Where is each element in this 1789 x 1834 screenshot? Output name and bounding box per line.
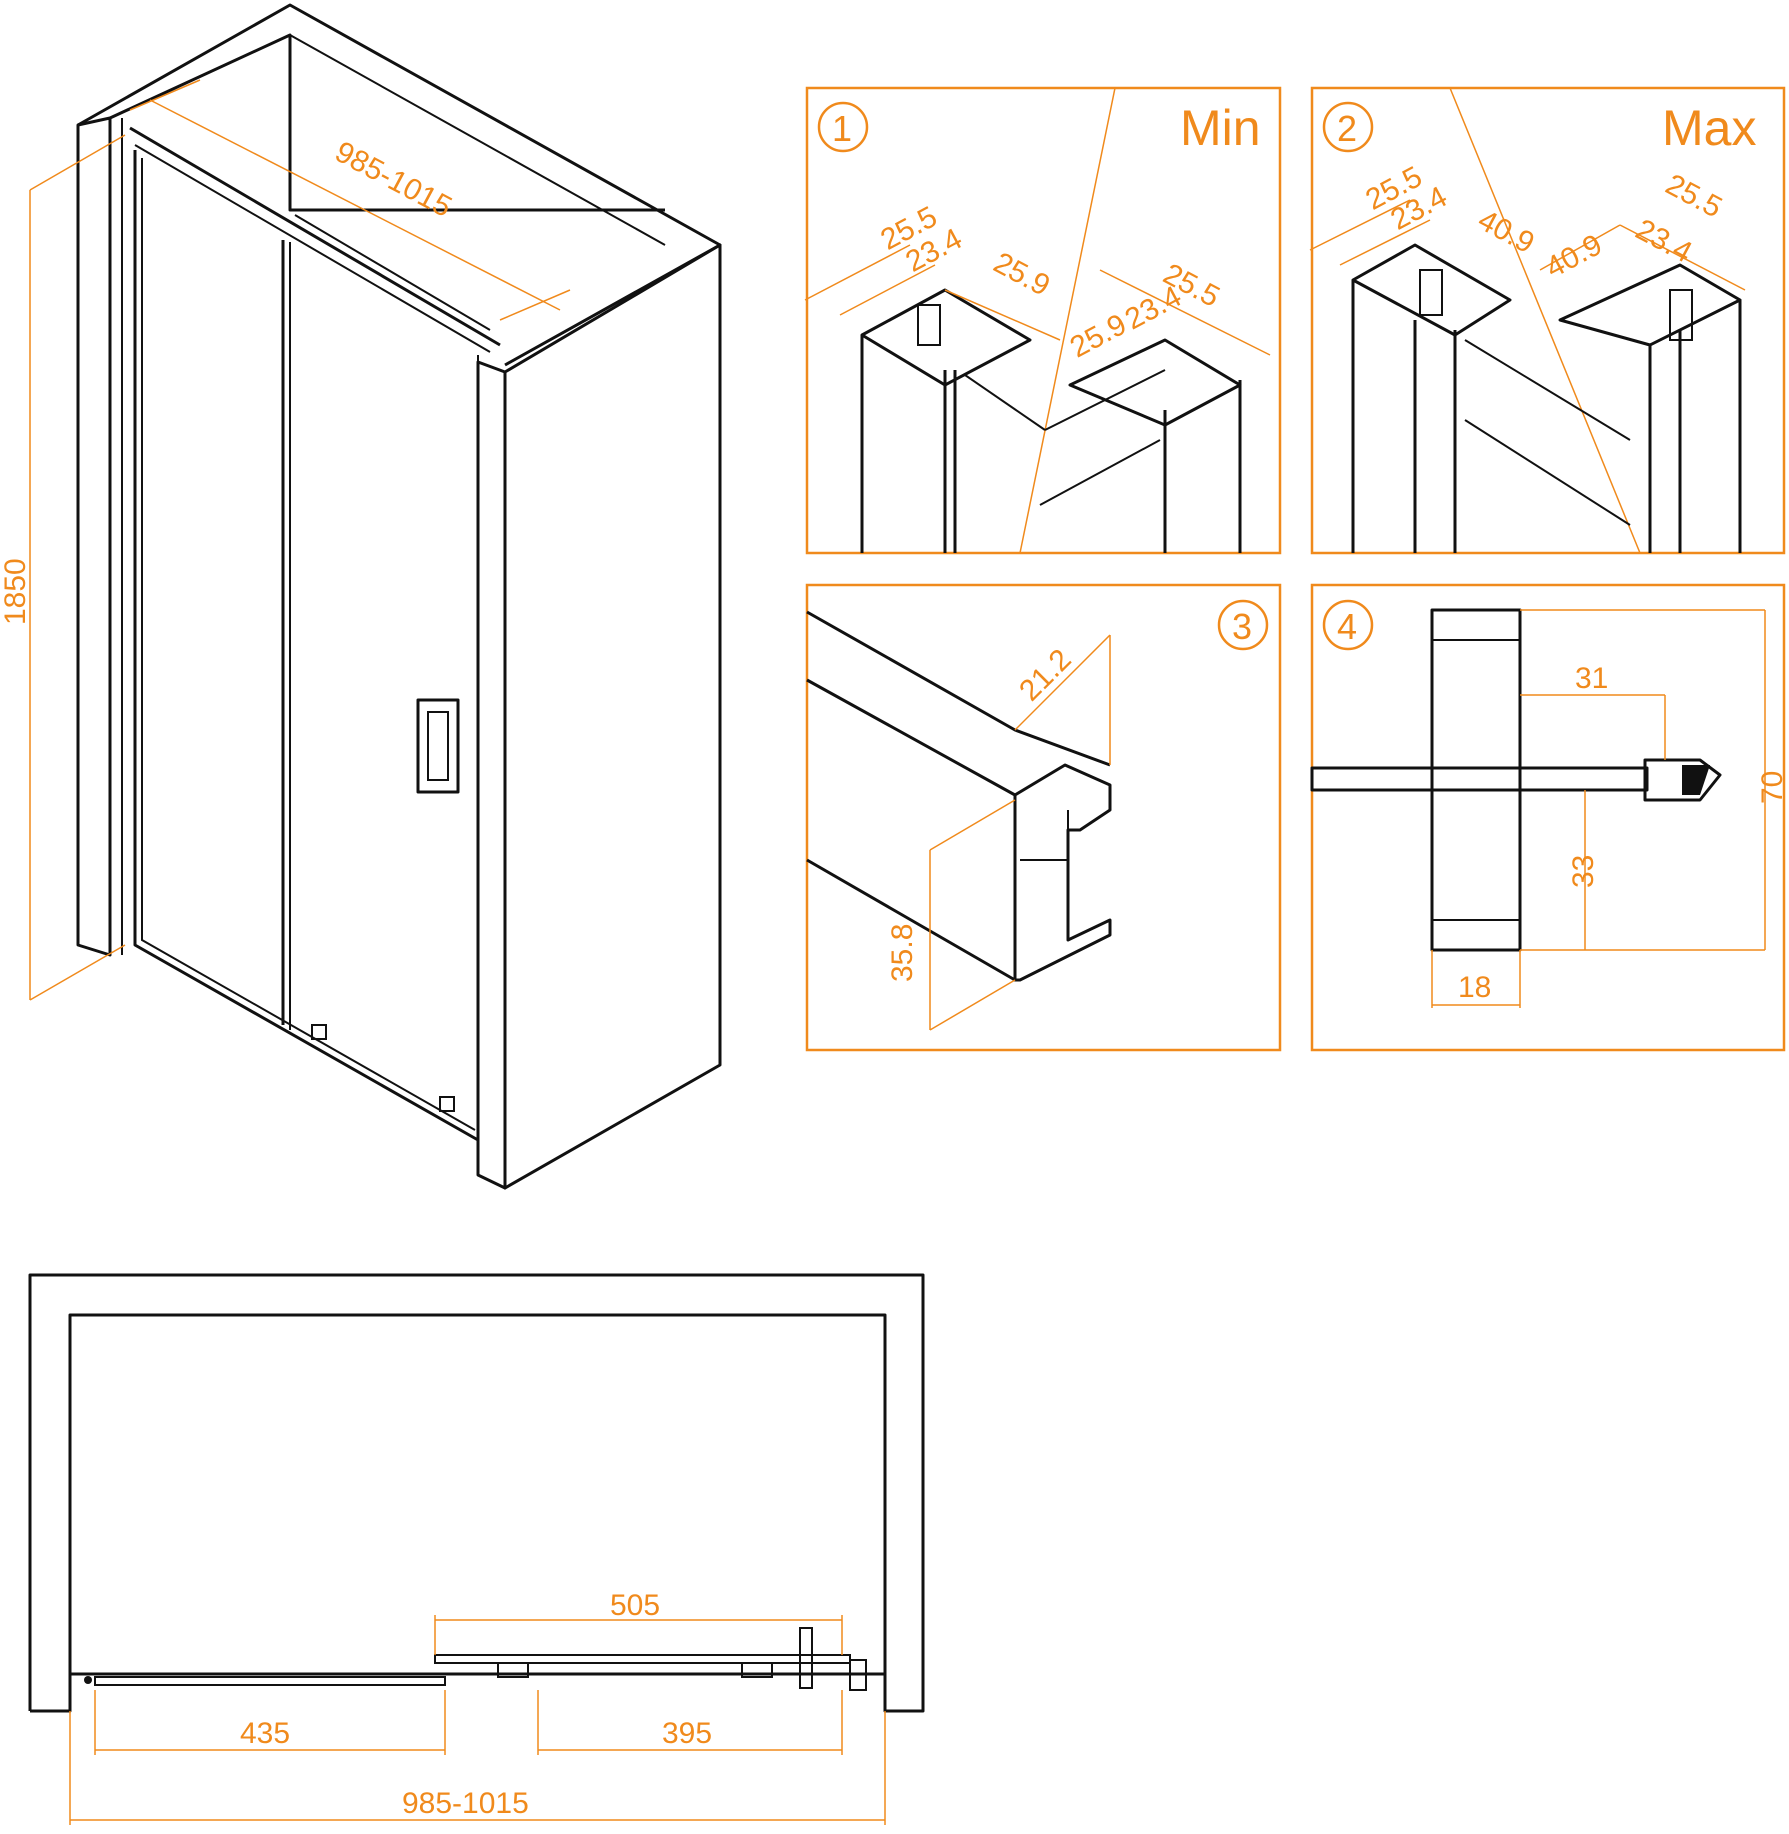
- seal-magnet-icon: [1682, 765, 1710, 795]
- plan-walls: [28, 1273, 925, 1713]
- profile-seal: [1669, 289, 1693, 341]
- panel-1-frame: [805, 86, 1282, 555]
- fixed-dim-label: 435: [240, 1717, 290, 1750]
- panel-4-number-circle: [1322, 599, 1374, 651]
- panel-4-dim: 70: [1756, 771, 1789, 804]
- rail-mid-edge: [806, 678, 1016, 797]
- dim-line: [944, 289, 1061, 341]
- panel-2-tag: Max: [1662, 100, 1756, 156]
- detail-panel-2: 2 Max 25.5 23.4 40.9 40.9 23.4 25.5: [1309, 86, 1786, 555]
- roller-icon: [439, 1096, 455, 1112]
- sliding-panel: [434, 1654, 851, 1664]
- panel-4-number: 4: [1337, 606, 1357, 647]
- panel-1-number-circle: [817, 101, 869, 153]
- panel-2-number: 2: [1337, 108, 1357, 149]
- dim-line: [1619, 224, 1746, 291]
- dim-ext-line: [129, 79, 201, 111]
- panel-4-frame: [1310, 583, 1786, 1052]
- panel-1-number: 1: [832, 108, 852, 149]
- panel-3-number-circle: [1217, 599, 1269, 651]
- overlap-dim-label: 505: [610, 1589, 660, 1622]
- dim-line: [1339, 219, 1431, 266]
- panel-4-dim: 33: [1567, 855, 1600, 888]
- panel-2-frame: [1310, 86, 1786, 555]
- fixed-panel: [94, 1676, 446, 1686]
- left-wall: [76, 116, 112, 957]
- dim-ext-line: [499, 289, 571, 321]
- width-dimension-line: [149, 99, 561, 311]
- door-frame: [133, 150, 479, 1142]
- panel-3-dim: 35.8: [886, 924, 919, 982]
- dim-line: [1539, 224, 1621, 271]
- profile-seal: [1419, 269, 1443, 316]
- isometric-view: 985-1015 1850: [0, 3, 722, 1190]
- panel-1-dim: 25.9: [1065, 308, 1132, 365]
- niche-top-outline: [77, 3, 722, 367]
- dim-line: [839, 264, 936, 316]
- wall-post: [1430, 608, 1522, 952]
- roller-icon: [741, 1662, 773, 1678]
- glass-edge: [1044, 369, 1166, 431]
- detail-panel-3: 3 21.2 35.8: [805, 583, 1282, 1052]
- rail-bottom-edge: [806, 858, 1016, 982]
- panel-3-dim: 21.2: [1013, 643, 1078, 708]
- dim-ext-line: [929, 799, 1016, 851]
- total-dim-label: 985-1015: [402, 1787, 529, 1820]
- panel-3-frame: [805, 583, 1282, 1052]
- right-wall-side: [503, 243, 722, 1190]
- top-rail-inner: [134, 144, 491, 353]
- dim-line: [1309, 199, 1411, 251]
- panel-2-dim: 40.9: [1473, 204, 1540, 261]
- handle-icon: [799, 1627, 813, 1689]
- detail-panel-4: 4 31 70 33 18: [1310, 583, 1789, 1052]
- plan-view: 505 435 395 985-1015: [28, 1273, 925, 1825]
- dim-ext-line: [29, 134, 126, 191]
- glass-edge: [1039, 439, 1161, 506]
- panel-3-number: 3: [1232, 606, 1252, 647]
- rail-profile-section: [1013, 763, 1112, 982]
- panel-4-dim: 18: [1458, 971, 1491, 1004]
- panel-4-dim: 31: [1575, 662, 1608, 695]
- panel-1-tag: Min: [1180, 100, 1261, 156]
- dim-line: [1099, 269, 1271, 356]
- rail-top-edge: [806, 610, 1111, 767]
- dim-ext-line: [929, 979, 1016, 1031]
- left-profile-top: [1351, 243, 1512, 337]
- door-handle-grip: [427, 711, 449, 781]
- profile-seal: [917, 304, 941, 346]
- wall-fixing-icon: [84, 1676, 92, 1684]
- panel-2-number-circle: [1322, 101, 1374, 153]
- door-handle-icon: [416, 698, 460, 794]
- niche-back-ceiling: [289, 34, 666, 246]
- sliding-dim-label: 395: [662, 1717, 712, 1750]
- door-frame-inner: [141, 158, 476, 1131]
- magnetic-seal: [1643, 758, 1722, 802]
- panel-2-dim: 23.4: [1630, 213, 1697, 270]
- panel-2-cut-line: [1449, 87, 1641, 554]
- right-profile-top: [1558, 263, 1742, 347]
- top-rail: [129, 126, 501, 347]
- glass-edge: [1464, 419, 1631, 526]
- panel-1-dim: 25.9: [988, 246, 1055, 303]
- panel-2-dim: 40.9: [1540, 228, 1607, 285]
- glass-panel: [1310, 766, 1649, 792]
- stopper-icon: [849, 1659, 867, 1691]
- top-rail-track: [294, 214, 491, 331]
- niche-inner-back: [109, 33, 665, 212]
- right-wall-front: [476, 360, 507, 1190]
- panel-2-dim: 25.5: [1660, 168, 1727, 225]
- dim-ext-line: [29, 944, 126, 1001]
- glass-edge: [964, 374, 1046, 431]
- right-profile-top: [1068, 338, 1242, 427]
- glass-edge: [1464, 339, 1631, 441]
- height-dimension-label: 1850: [0, 558, 32, 625]
- detail-panel-1: 1 Min 25.5 23.4 25.9 25.9 23.4 25.5: [804, 86, 1282, 555]
- dim-line: [1014, 634, 1111, 731]
- dim-line: [804, 244, 911, 301]
- panel-1-cut-line: [1019, 87, 1116, 554]
- roller-icon: [497, 1662, 529, 1678]
- roller-icon: [311, 1024, 327, 1040]
